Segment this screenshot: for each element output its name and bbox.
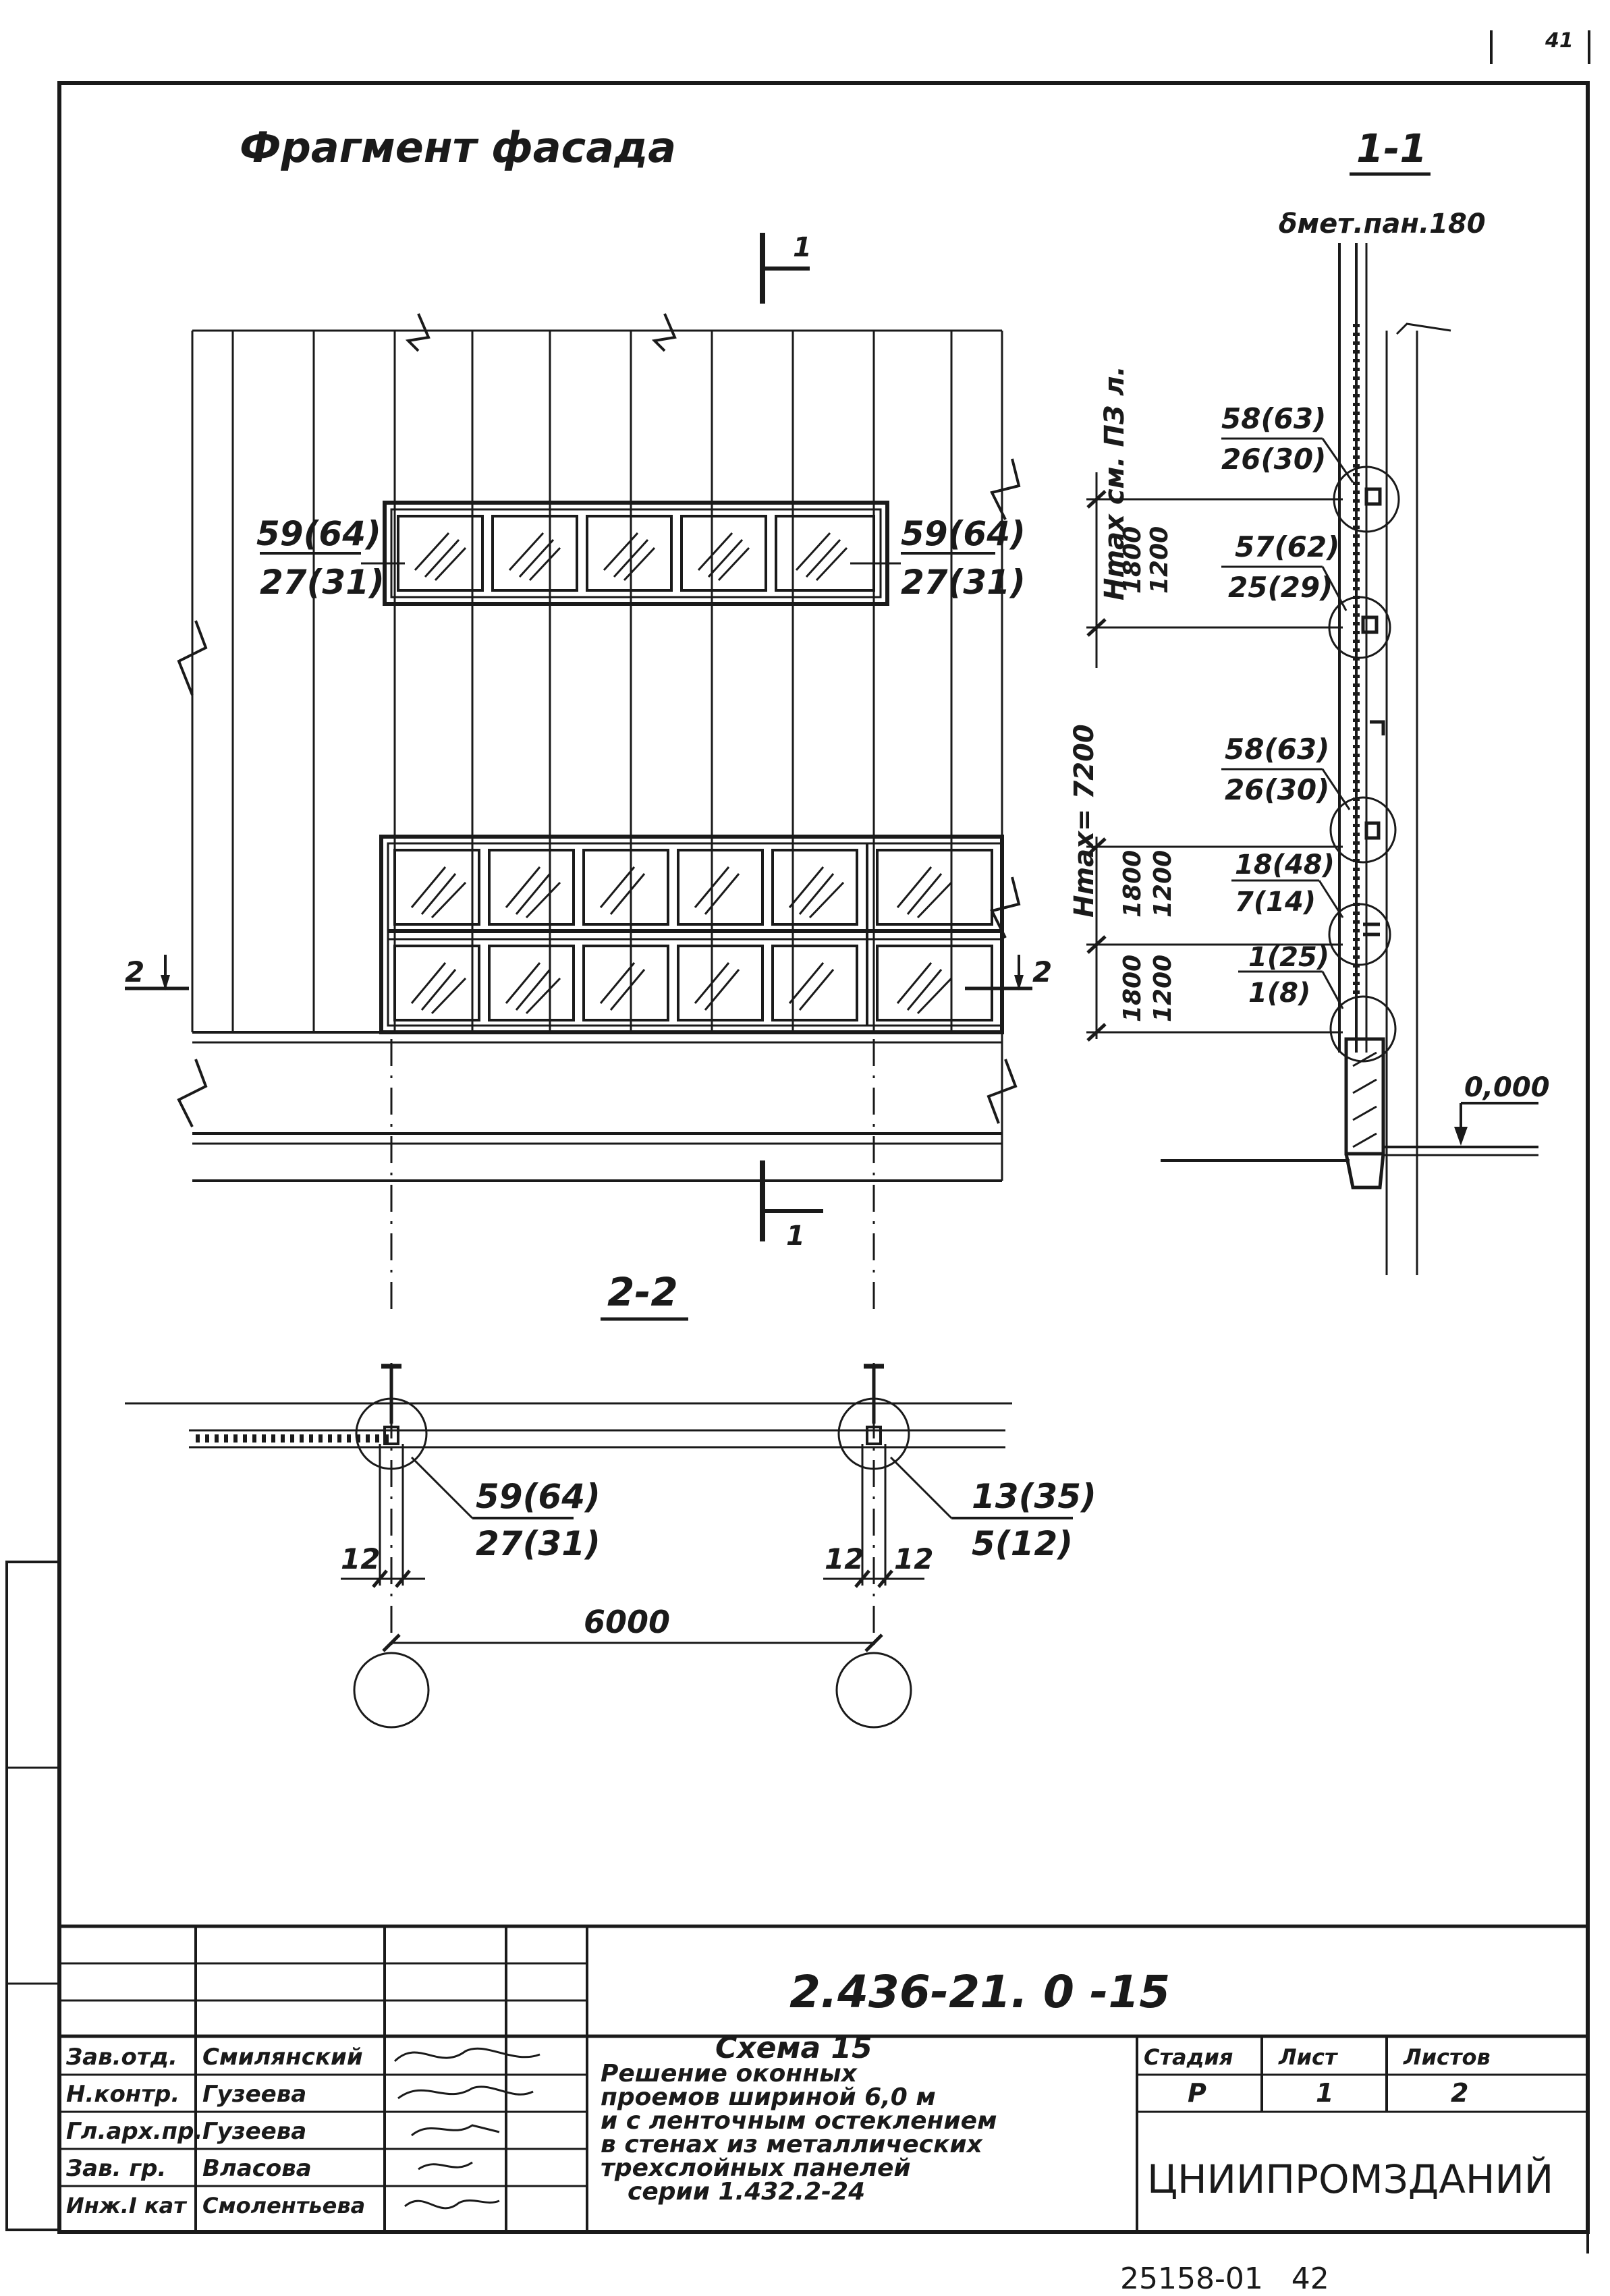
dim-1200-b: 1200 [1149,850,1177,918]
name-5: Смолентьева [202,2193,365,2218]
organization-name: ЦНИИПРОМЗДАНИЙ [1147,2156,1553,2202]
panel-thickness-label: δмет.пан.180 [1279,208,1486,240]
cut-mark-left: 2 [125,955,144,988]
description-line-1: Решение оконных [601,2060,858,2088]
stage-label: Стадия [1144,2044,1233,2070]
dim-1800-a: 1800 [1119,526,1146,594]
description-line-4: в стенах из металлических [601,2131,984,2158]
section-2-2-left-bottom: 27(31) [476,1524,601,1563]
gap-left: 12 [341,1542,380,1575]
facade-callout-left-bottom: 27(31) [260,563,385,602]
description-line-6: серии 1.432.2-24 [628,2178,865,2206]
section-2-2-drawing: 59(64) 27(31) 13(35) 5(12) 12 12 12 6000 [125,1363,1097,1729]
sheets-label: Листов [1403,2044,1491,2070]
callout-2-bottom: 25(29) [1228,571,1333,604]
dim-1200-c: 1200 [1149,955,1177,1022]
section-2-2-right-bottom: 5(12) [972,1524,1073,1563]
facade-drawing: 1 1 2 2 [125,232,1052,1309]
dim-1200-a: 1200 [1146,526,1173,594]
section-1-1-drawing: 0,000 Hmax см. ПЗ л. 1800 1200 Hmax= 720… [1069,243,1550,1275]
role-3: Гл.арх.пр. [66,2118,202,2145]
section-2-2-title: 2-2 [607,1269,678,1315]
callout-1-bottom: 26(30) [1221,443,1326,476]
gap-right: 12 [894,1542,933,1575]
callout-4-top: 18(48) [1235,849,1335,880]
dim-1800-c: 1800 [1119,955,1146,1022]
gap-mid: 12 [825,1542,864,1575]
sheet-value: 1 [1316,2078,1333,2108]
callout-2-top: 57(62) [1235,530,1339,563]
section-mark-bottom: 1 [786,1221,805,1252]
section-2-2-left-top: 59(64) [476,1477,601,1516]
callout-3-top: 58(63) [1225,733,1329,766]
facade-callout-right-top: 59(64) [901,514,1026,553]
section-2-2-right-top: 13(35) [972,1477,1097,1516]
callout-5-bottom: 1(8) [1248,978,1310,1009]
name-1: Смилянский [202,2044,363,2071]
name-3: Гузеева [202,2118,306,2145]
title-block: 2.436-21. 0 -15 Зав.отд. Смилянский Н.ко… [59,1924,1588,2232]
section-1-1-title: 1-1 [1356,125,1427,171]
name-2: Гузеева [202,2081,306,2108]
role-2: Н.контр. [66,2081,179,2108]
description-line-2: проемов шириной 6,0 м [601,2083,936,2111]
sheets-value: 2 [1451,2078,1468,2108]
stage-value: Р [1188,2078,1206,2108]
hmax-value: Hmax= 7200 [1069,724,1100,918]
callout-4-bottom: 7(14) [1235,887,1316,918]
lower-window-band [379,835,1004,1034]
role-4: Зав. гр. [65,2155,166,2182]
hmax-note: Hmax см. ПЗ л. [1099,366,1130,600]
signatures [393,2047,540,2210]
description-line-5: трехслойных панелей [601,2154,911,2182]
role-1: Зав.отд. [65,2044,177,2071]
callout-5-top: 1(25) [1248,942,1329,973]
role-5: Инж.I кат [66,2193,188,2218]
facade-title: Фрагмент фасада [240,123,676,172]
upper-window-band [383,501,889,606]
sheet-label: Лист [1278,2044,1339,2070]
section-mark-top: 1 [793,232,812,263]
name-4: Власова [202,2155,312,2182]
dim-1800-b: 1800 [1119,850,1146,918]
span-dimension: 6000 [584,1604,670,1640]
callout-1-top: 58(63) [1221,402,1326,435]
scheme-title: Схема 15 [715,2031,872,2065]
footer-code: 25158-01 42 [1120,2262,1329,2296]
side-stamp [5,1561,61,2231]
facade-callout-right-bottom: 27(31) [901,563,1026,602]
callout-3-bottom: 26(30) [1225,773,1329,806]
description-line-3: и с ленточным остеклением [601,2107,997,2135]
page-number: 41 [1545,29,1574,53]
level-mark: 0,000 [1464,1072,1550,1103]
facade-callout-left-top: 59(64) [256,514,381,553]
cut-mark-right: 2 [1032,955,1052,988]
document-code: 2.436-21. 0 -15 [789,1966,1170,2018]
